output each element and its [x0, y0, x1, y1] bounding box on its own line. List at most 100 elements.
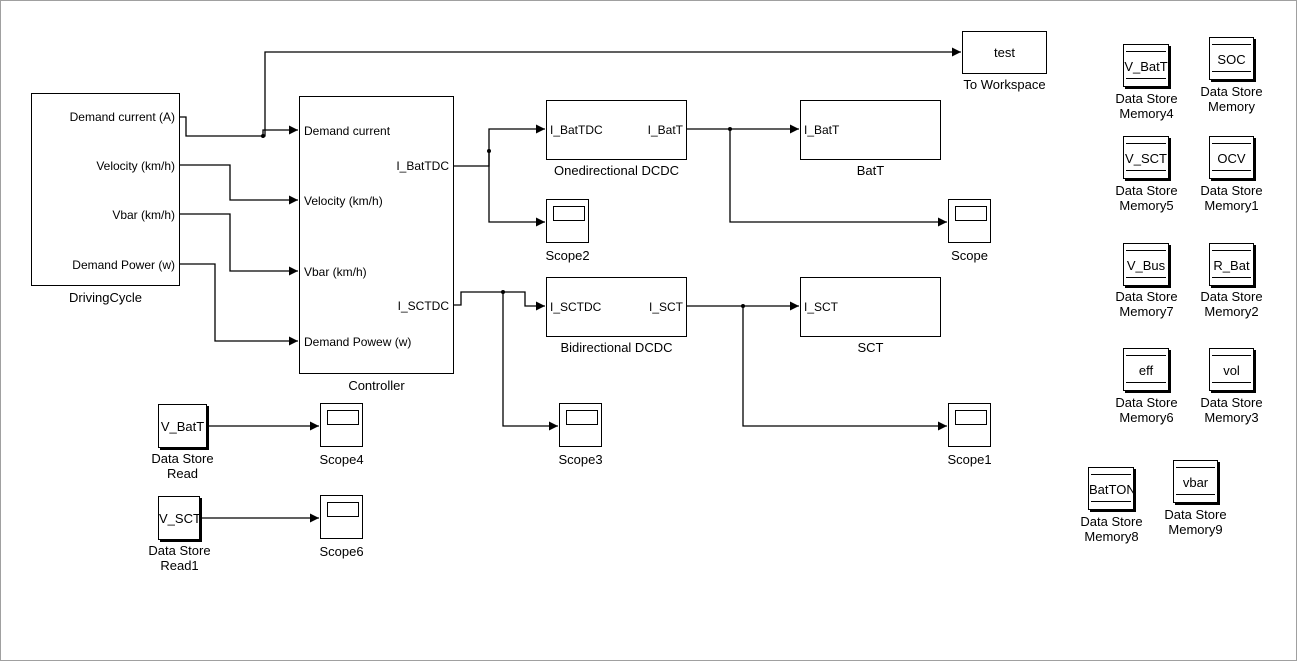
port-in-demand-current: Demand current	[304, 124, 391, 138]
data-store-memory9-block[interactable]: vbar	[1173, 460, 1218, 503]
scope-screen-icon	[955, 206, 987, 221]
memory1-label-1: Data Store	[1200, 183, 1263, 198]
port-in-vbar: Vbar (km/h)	[304, 265, 367, 279]
memory4-value: V_BatT	[1124, 59, 1168, 74]
wire-demand-current[interactable]	[180, 116, 298, 137]
data-store-memory-block[interactable]: SOC	[1209, 37, 1254, 80]
wire-ibatt-scope[interactable]	[729, 129, 947, 227]
port-out-isct: I_SCT	[648, 300, 683, 314]
memory4-label-2: Memory4	[1119, 106, 1174, 121]
memory6-label-2: Memory6	[1119, 410, 1174, 425]
sct-label: SCT	[857, 340, 884, 355]
port-demand-power: Demand Power (w)	[72, 258, 175, 272]
data-store-memory8-block[interactable]: BatTON	[1088, 467, 1136, 510]
data-store-memory3-block[interactable]: vol	[1209, 348, 1254, 391]
wire-isct-scope1[interactable]	[742, 306, 947, 431]
batt-block[interactable]: I_BatT	[800, 100, 941, 160]
memory1-value: OCV	[1217, 151, 1246, 166]
scope4-block[interactable]	[320, 403, 363, 447]
scope1-label: Scope1	[947, 452, 992, 467]
data-store-memory4-block[interactable]: V_BatT	[1123, 44, 1169, 87]
controller-block[interactable]: Demand current Velocity (km/h) Vbar (km/…	[299, 96, 454, 374]
memory2-label-2: Memory2	[1204, 304, 1259, 319]
memory9-value: vbar	[1182, 475, 1209, 490]
port-velocity: Velocity (km/h)	[96, 159, 175, 173]
data-store-read-value: V_BatT	[160, 419, 205, 434]
scope3-block[interactable]	[559, 403, 602, 447]
memory8-label-1: Data Store	[1080, 514, 1143, 529]
scope-label: Scope	[951, 248, 988, 263]
data-store-read1-label-1: Data Store	[148, 543, 211, 558]
scope4-label: Scope4	[319, 452, 364, 467]
to-workspace-value: test	[994, 45, 1015, 60]
wire-velocity[interactable]	[180, 164, 298, 205]
port-in-velocity: Velocity (km/h)	[304, 194, 383, 208]
memory7-label-2: Memory7	[1119, 304, 1174, 319]
scope-screen-icon	[553, 206, 585, 221]
memory2-value: R_Bat	[1213, 258, 1250, 273]
onedirectional-dcdc-block[interactable]: I_BatTDC I_BatT	[546, 100, 687, 160]
scope2-label: Scope2	[545, 248, 590, 263]
data-store-memory7-block[interactable]: V_Bus	[1123, 243, 1169, 286]
onedirectional-dcdc-label: Onedirectional DCDC	[554, 163, 679, 178]
wire-vbar[interactable]	[180, 213, 298, 276]
wire-demand-power[interactable]	[180, 263, 298, 346]
scope3-label: Scope3	[558, 452, 603, 467]
memory6-label-1: Data Store	[1115, 395, 1178, 410]
sct-block[interactable]: I_SCT	[800, 277, 941, 337]
memory3-label-1: Data Store	[1200, 395, 1263, 410]
memory3-value: vol	[1223, 363, 1240, 378]
scope6-block[interactable]	[320, 495, 363, 539]
controller-label: Controller	[348, 378, 405, 393]
scope-screen-icon	[566, 410, 598, 425]
scope1-block[interactable]	[948, 403, 991, 447]
scope-screen-icon	[327, 410, 359, 425]
data-store-read-label-2: Read	[166, 466, 199, 481]
wire-ibattdc[interactable]	[454, 124, 545, 167]
port-out-isctdc: I_SCTDC	[397, 299, 449, 313]
memory6-value: eff	[1138, 363, 1154, 378]
data-store-read1-label-2: Read1	[160, 558, 199, 573]
data-store-read-block[interactable]: V_BatT	[158, 404, 207, 448]
memory5-value: V_SCT	[1125, 151, 1167, 166]
data-store-read-label-1: Data Store	[151, 451, 214, 466]
data-store-read1-block[interactable]: V_SCT	[158, 496, 201, 540]
memory4-label-1: Data Store	[1115, 91, 1178, 106]
port-in-ibattdc: I_BatTDC	[550, 123, 603, 137]
scope2-block[interactable]	[546, 199, 589, 243]
port-in-isctdc: I_SCTDC	[550, 300, 602, 314]
data-store-memory6-block[interactable]: eff	[1123, 348, 1169, 391]
memory8-value: BatTON	[1089, 482, 1136, 497]
memory9-label-1: Data Store	[1164, 507, 1227, 522]
data-store-memory2-block[interactable]: R_Bat	[1209, 243, 1254, 286]
bidirectional-dcdc-block[interactable]: I_SCTDC I_SCT	[546, 277, 687, 337]
driving-cycle-block[interactable]: Demand current (A) Velocity (km/h) Vbar …	[31, 93, 180, 286]
memory5-label-2: Memory5	[1119, 198, 1174, 213]
memory-label-1: Data Store	[1200, 84, 1263, 99]
memory1-label-2: Memory1	[1204, 198, 1259, 213]
port-in-isct: I_SCT	[804, 300, 839, 314]
data-store-memory1-block[interactable]: OCV	[1209, 136, 1254, 179]
memory7-value: V_Bus	[1126, 258, 1166, 273]
memory-label-2: Memory	[1208, 99, 1255, 114]
port-out-ibatt: I_BatT	[647, 123, 683, 137]
data-store-memory5-block[interactable]: V_SCT	[1123, 136, 1169, 179]
wire-isctdc-scope3[interactable]	[502, 292, 558, 431]
port-vbar: Vbar (km/h)	[112, 208, 175, 222]
scope-block[interactable]	[948, 199, 991, 243]
memory2-label-1: Data Store	[1200, 289, 1263, 304]
memory9-label-2: Memory9	[1168, 522, 1223, 537]
scope6-label: Scope6	[319, 544, 364, 559]
port-out-ibattdc: I_BatTDC	[396, 159, 449, 173]
memory-value: SOC	[1217, 52, 1246, 67]
scope-screen-icon	[327, 502, 359, 517]
to-workspace-block[interactable]: test	[962, 31, 1047, 74]
memory7-label-1: Data Store	[1115, 289, 1178, 304]
wire-ibattdc-scope2[interactable]	[488, 151, 545, 227]
data-store-read1-value: V_SCT	[159, 511, 201, 526]
wire-isctdc[interactable]	[454, 291, 545, 311]
memory5-label-1: Data Store	[1115, 183, 1178, 198]
port-in-ibatt: I_BatT	[804, 123, 840, 137]
